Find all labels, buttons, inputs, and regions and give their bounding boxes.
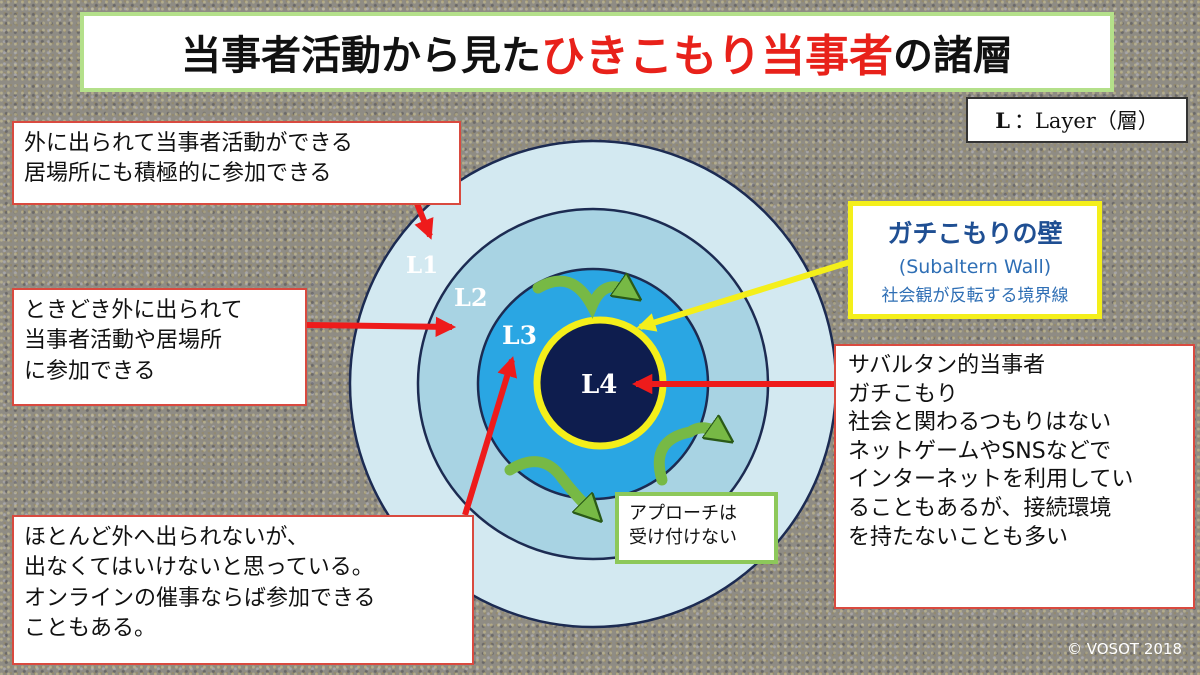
arrow-to-l3 <box>462 356 518 516</box>
title-after: の諸層 <box>893 33 1013 79</box>
callout-l4-line: インターネットを利用してい <box>848 467 1134 493</box>
callout-l2-line: 当事者活動や居場所 <box>24 328 223 354</box>
approach-note: アプローチは 受け付けない <box>615 492 778 564</box>
arrow-to-l2 <box>306 316 457 337</box>
callout-l2-line: に参加できる <box>24 358 156 384</box>
legend-text: ：Layer（層） <box>1013 109 1159 133</box>
title-before: 当事者活動から見た <box>181 33 541 79</box>
approach-line: 受け付けない <box>629 527 737 549</box>
callout-l1: 外に出られて当事者活動ができる 居場所にも積極的に参加できる <box>12 121 461 205</box>
callout-l4-line: ネットゲームやSNSなどで <box>848 438 1112 464</box>
arrow-to-wall <box>636 259 851 332</box>
callout-l4-line: を持たないことも多い <box>848 524 1069 550</box>
approach-line: アプローチは <box>629 503 737 524</box>
wall-description: 社会観が反転する境界線 <box>881 286 1069 306</box>
callout-l3-line: ほとんど外へ出られないが、 <box>24 525 309 550</box>
callout-l4-line: ることもあるが、接続環境 <box>848 495 1112 521</box>
callout-l4-line: サバルタン的当事者 <box>848 353 1046 378</box>
reject-arrow-top <box>532 281 632 319</box>
layer-label-l4: L4 <box>581 370 617 400</box>
page-title: 当事者活動から見たひきこもり当事者の諸層 <box>80 12 1114 92</box>
layer-label-l1: L1 <box>406 252 438 279</box>
callout-l4-line: 社会と関わるつもりはない <box>848 410 1112 436</box>
layer-label-l2: L2 <box>454 283 488 312</box>
legend-symbol: L <box>995 107 1010 133</box>
callout-l2: ときどき外に出られて 当事者活動や居場所 に参加できる <box>12 288 307 406</box>
callout-l4: サバルタン的当事者 ガチこもり 社会と関わるつもりはない ネットゲームやSNSな… <box>834 344 1195 609</box>
layer-label-l3: L3 <box>502 321 537 350</box>
callout-l3-line: オンラインの催事ならば参加できる <box>24 585 376 611</box>
callout-l4-line: ガチこもり <box>848 381 959 407</box>
wall-title: ガチこもりの壁 <box>887 219 1063 248</box>
reject-arrow-right <box>653 428 724 486</box>
title-highlight: ひきこもり当事者 <box>541 31 893 82</box>
copyright: © VOSOT 2018 <box>1066 640 1182 658</box>
callout-l3-line: こともある。 <box>24 616 157 642</box>
arrow-to-l1 <box>413 199 434 240</box>
callout-l3-line: 出なくてはいけないと思っている。 <box>24 555 374 581</box>
legend: L：Layer（層） <box>966 97 1188 143</box>
wall-subtitle: (Subaltern Wall) <box>898 256 1052 278</box>
wall-callout: ガチこもりの壁 (Subaltern Wall) 社会観が反転する境界線 <box>848 201 1102 319</box>
callout-l1-line: 居場所にも積極的に参加できる <box>24 161 332 187</box>
reject-arrow-bottom <box>504 456 594 514</box>
callout-l2-line: ときどき外に出られて <box>24 298 243 323</box>
callout-l1-line: 外に出られて当事者活動ができる <box>24 131 353 156</box>
callout-l3: ほとんど外へ出られないが、 出なくてはいけないと思っている。 オンラインの催事な… <box>12 515 474 665</box>
